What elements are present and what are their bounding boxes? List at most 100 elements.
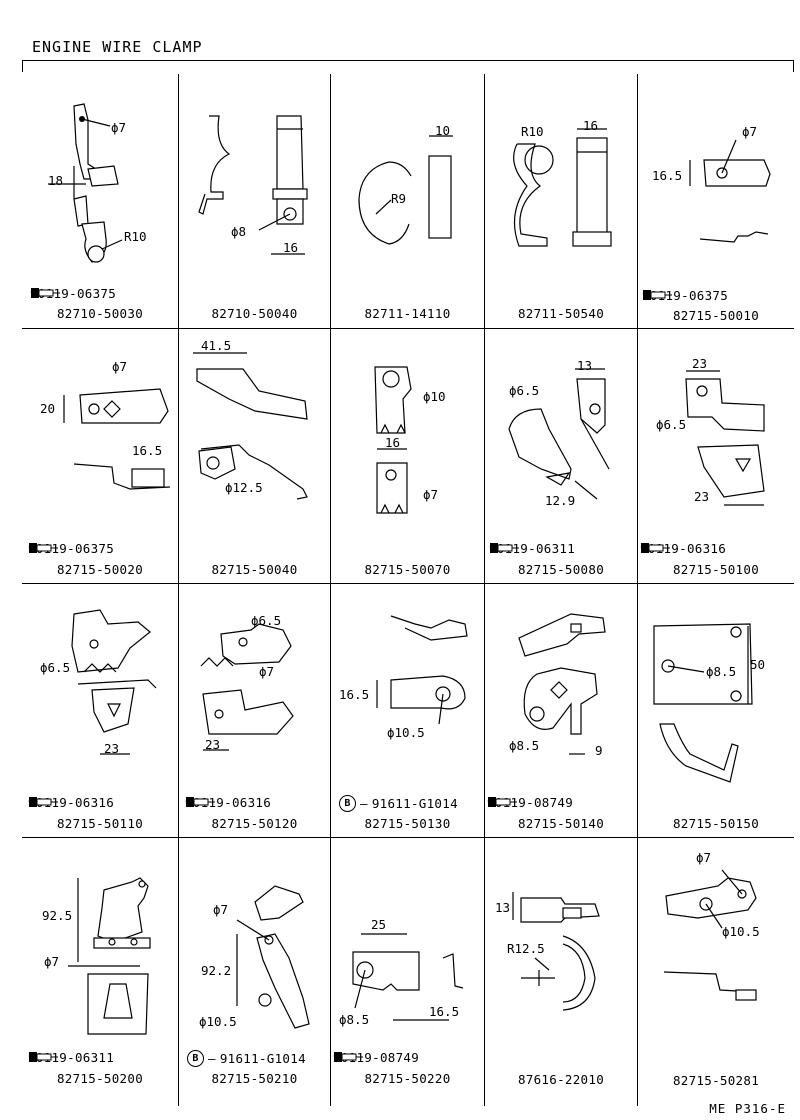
bolt-callout: 90119-08749	[333, 1050, 419, 1065]
clamp-drawing	[689, 139, 771, 243]
frame-right-tick	[793, 60, 794, 72]
part-number: 82715-50150	[672, 816, 760, 831]
bolt-icon	[29, 1052, 58, 1062]
dim-label: 16	[583, 118, 599, 133]
part-cell-82715-50220: 25 ϕ8.5 16.5 90119-08749 82715-50220	[331, 838, 484, 1106]
bolt-callout: 90119-06375	[28, 541, 114, 556]
part-number: 82711-14110	[364, 306, 451, 321]
clamp-drawing	[48, 103, 123, 263]
bolt-icon	[29, 543, 58, 553]
b-mark-icon: B	[339, 795, 356, 812]
bolt-icon	[31, 288, 60, 298]
dim-label: ϕ8.5	[706, 664, 737, 679]
dim-label: 20	[40, 401, 56, 416]
clamp-drawing	[193, 352, 308, 500]
bolt-callout: 90119-08749	[487, 795, 573, 810]
part-cell-82711-50540: R10 16 82711-50540	[485, 74, 637, 328]
part-cell-82715-50210: ϕ7 92.2 ϕ10.5 B — 91611-G1014 82715-5021…	[179, 838, 330, 1106]
dim-label: 16.5	[132, 443, 163, 458]
part-number: 82715-50200	[56, 1071, 144, 1086]
part-number: 82715-50100	[672, 562, 760, 577]
bolt-callout: 90119-06311	[28, 1050, 114, 1065]
clamp-drawing	[358, 135, 453, 245]
part-cell-82715-50010: ϕ7 16.5 90119-06375 82715-50010	[638, 74, 794, 328]
dim-label: 16.5	[339, 687, 370, 702]
dim-label: ϕ7	[111, 120, 127, 135]
bolt-callout: B — 91611-G1014	[187, 1050, 306, 1067]
dim-label: ϕ10	[423, 389, 446, 404]
dim-label: 23	[104, 741, 120, 756]
part-cell-87616-22010: 13 R12.5 87616-22010	[485, 838, 637, 1106]
clamp-drawing	[512, 892, 600, 1011]
dim-label: ϕ7	[696, 850, 712, 865]
bolt-icon	[488, 797, 517, 807]
part-cell-82715-50100: 23 ϕ6.5 23 90119-06316 82715-50100	[638, 329, 794, 583]
clamp-drawing	[68, 877, 151, 1035]
dim-label: 92.2	[201, 963, 232, 978]
dim-label: ϕ7	[742, 124, 758, 139]
clamp-drawing	[376, 615, 468, 725]
grid-divider	[330, 74, 331, 1106]
clamp-drawing	[685, 370, 765, 506]
part-number: 82715-50010	[672, 308, 760, 323]
clamp-drawing	[374, 366, 412, 514]
bolt-callout: B — 91611-G1014	[339, 795, 458, 812]
part-cell-82710-50030: ϕ7 18 R10 90119-06375 82710-50030	[22, 74, 178, 328]
bolt-callout: 90119-06311	[489, 541, 575, 556]
dim-label: ϕ12.5	[225, 480, 263, 495]
dim-label: 92.5	[42, 908, 73, 923]
dim-label: ϕ10.5	[722, 924, 760, 939]
part-number: 82715-50070	[364, 562, 451, 577]
part-cell-82711-14110: 10 R9 82711-14110	[331, 74, 484, 328]
dim-label: ϕ6.5	[509, 383, 540, 398]
dim-label: 23	[692, 356, 708, 371]
grid-divider	[178, 74, 179, 1106]
clamp-drawing	[63, 388, 171, 490]
dim-label: ϕ10.5	[199, 1014, 237, 1029]
part-cell-82715-50130: 16.5 ϕ10.5 B — 91611-G1014 82715-50130	[331, 584, 484, 837]
dim-label: ϕ7	[44, 954, 60, 969]
bolt-icon	[490, 543, 519, 553]
dim-label: 16	[283, 240, 299, 255]
dim-label: R10	[124, 229, 147, 244]
part-cell-82715-50040: 41.5 ϕ12.5 82715-50040	[179, 329, 330, 583]
dim-label: 12.9	[545, 493, 576, 508]
clamp-drawing	[508, 368, 610, 500]
bolt-icon	[641, 543, 670, 553]
part-number: 82710-50040	[211, 306, 298, 321]
bolt-callout: 90119-06316	[640, 541, 726, 556]
dim-label: R9	[391, 191, 407, 206]
dim-label: ϕ7	[213, 902, 229, 917]
dim-label: ϕ6.5	[656, 417, 687, 432]
dim-label: 41.5	[201, 338, 232, 353]
part-cell-82715-50140: ϕ8.5 9 90119-08749 82715-50140	[485, 584, 637, 837]
part-number: 82715-50130	[364, 816, 451, 831]
frame-top-border	[22, 60, 794, 61]
dim-label: R12.5	[507, 941, 545, 956]
bolt-part-number: 91611-G1014	[219, 1051, 306, 1066]
part-cell-82715-50070: ϕ10 16 ϕ7 82715-50070	[331, 329, 484, 583]
dim-label: ϕ6.5	[251, 613, 282, 628]
part-number: 82715-50040	[211, 562, 298, 577]
bolt-icon	[643, 290, 672, 300]
dim-label: ϕ8	[231, 224, 247, 239]
dim-label: 16.5	[429, 1004, 460, 1019]
part-number: 82715-50110	[56, 816, 144, 831]
clamp-drawing	[653, 623, 753, 783]
clamp-drawing	[518, 613, 606, 755]
frame-left-tick	[22, 60, 23, 72]
part-cell-82715-50281: ϕ7 ϕ10.5 82715-50281	[638, 838, 794, 1106]
part-number: 82715-50210	[211, 1071, 298, 1086]
clamp-drawing	[663, 869, 757, 1001]
part-cell-82715-50120: ϕ6.5 ϕ7 23 90119-06316 82715-50120	[179, 584, 330, 837]
dim-label: R10	[521, 124, 544, 139]
dim-label: 18	[48, 173, 64, 188]
bolt-callout: 90119-06375	[30, 286, 116, 301]
part-cell-82715-50080: 13 ϕ6.5 12.9 90119-06311 82715-50080	[485, 329, 637, 583]
dim-label: ϕ8.5	[509, 738, 540, 753]
clamp-drawing	[513, 128, 612, 247]
page-title: ENGINE WIRE CLAMP	[32, 38, 203, 56]
bolt-icon	[29, 797, 58, 807]
dim-label: ϕ7	[423, 487, 439, 502]
part-number: 82715-50120	[211, 816, 298, 831]
